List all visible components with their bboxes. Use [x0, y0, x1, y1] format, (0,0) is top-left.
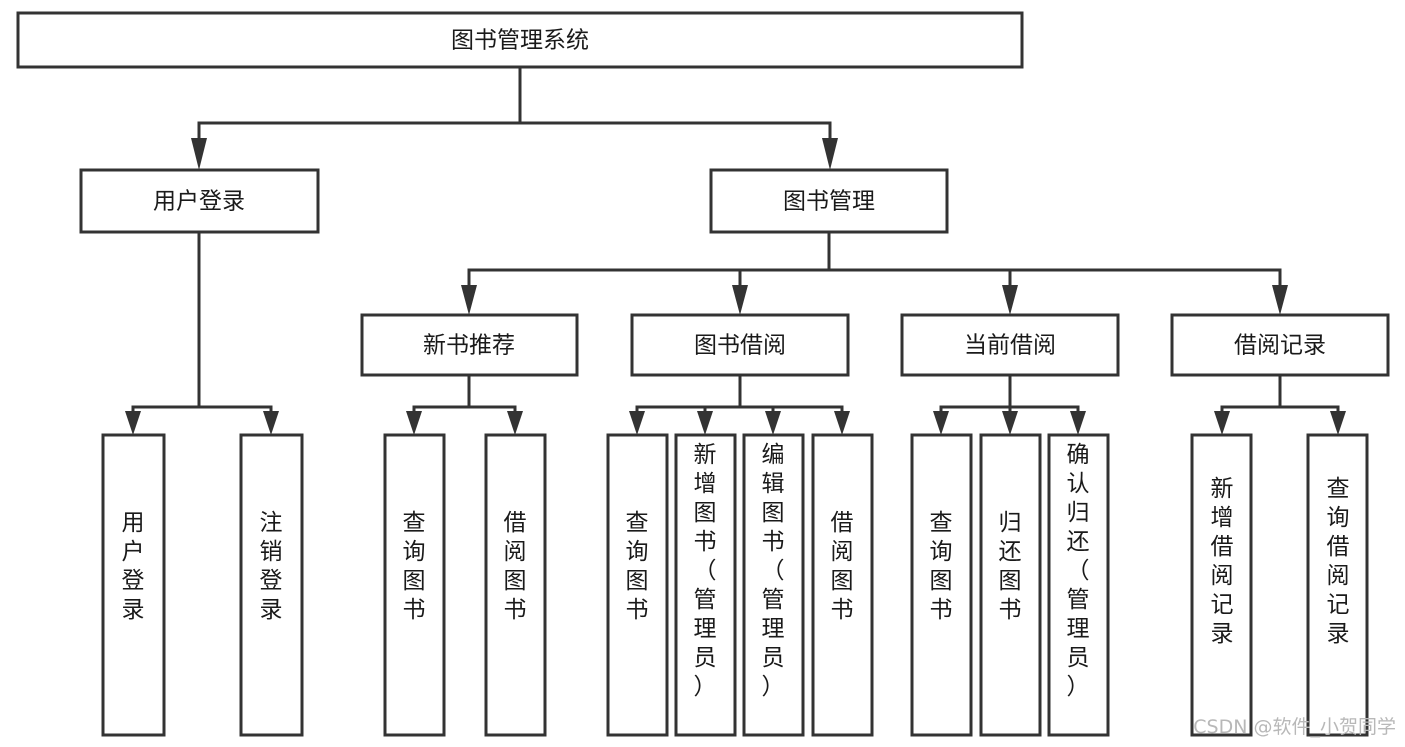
arrow-head-new-book-recommend: [461, 285, 477, 315]
leaf-confirm-return-admin-label: 确认归还（管理员）: [1067, 442, 1090, 700]
leaf-user-logout-label: 注销登录: [260, 510, 283, 623]
leaf-add-borrow-record[interactable]: 新增借阅记录: [1190, 433, 1253, 737]
leaf-user-login[interactable]: 用户登录: [101, 433, 166, 737]
leaf-query-book-rec-label: 查询图书: [403, 510, 426, 623]
arrow-head-leaf-query-borrow-record: [1330, 411, 1346, 435]
arrow-head-leaf-confirm-return-admin: [1070, 411, 1086, 435]
arrow-head-user-login: [191, 138, 207, 170]
leaf-user-logout[interactable]: 注销登录: [239, 433, 304, 737]
leaf-add-book-admin-box[interactable]: [674, 433, 737, 737]
connector-group-newbook-to-leaves: [406, 373, 523, 435]
leaf-query-book-cur-label: 查询图书: [930, 510, 953, 623]
leaf-query-borrow-record-box[interactable]: [1306, 433, 1369, 737]
connector-group-userlogin-to-leaves: [125, 230, 279, 435]
leaf-query-book-rec-box[interactable]: [383, 433, 446, 737]
leaf-query-book-cur-box[interactable]: [910, 433, 973, 737]
leaf-edit-book-admin-box[interactable]: [742, 433, 805, 737]
arrow-head-leaf-query-book-borrow: [629, 411, 645, 435]
node-new-book-recommend-label: 新书推荐: [423, 333, 515, 359]
leaf-add-borrow-record-box[interactable]: [1190, 433, 1253, 737]
node-root-label: 图书管理系统: [451, 28, 589, 54]
node-new-book-recommend[interactable]: 新书推荐: [360, 313, 579, 377]
leaf-add-borrow-record-label: 新增借阅记录: [1211, 476, 1234, 647]
leaf-edit-book-admin[interactable]: 编辑图书（管理员）: [742, 433, 805, 737]
connector-group-currentborrow-to-leaves: [933, 373, 1086, 435]
arrow-head-leaf-user-logout: [263, 411, 279, 435]
connector-group-borrowrecord-to-leaves: [1214, 373, 1346, 435]
node-root[interactable]: 图书管理系统: [16, 11, 1024, 69]
node-book-management[interactable]: 图书管理: [709, 168, 949, 234]
node-current-borrow-label: 当前借阅: [964, 333, 1056, 359]
arrow-head-leaf-add-borrow-record: [1214, 411, 1230, 435]
leaf-query-book-borrow-label: 查询图书: [626, 510, 649, 623]
leaf-borrow-book-label: 借阅图书: [831, 510, 854, 623]
leaf-borrow-book-box[interactable]: [811, 433, 874, 737]
arrow-head-book-borrow: [732, 285, 748, 315]
leaf-query-borrow-record[interactable]: 查询借阅记录: [1306, 433, 1369, 737]
node-new-book-recommend-box[interactable]: [360, 313, 579, 377]
leaf-borrow-book[interactable]: 借阅图书: [811, 433, 874, 737]
leaf-query-book-borrow-box[interactable]: [606, 433, 669, 737]
leaf-user-logout-box[interactable]: [239, 433, 304, 737]
arrow-head-leaf-user-login: [125, 411, 141, 435]
node-book-borrow-box[interactable]: [630, 313, 850, 377]
arrow-head-leaf-borrow-book-rec: [507, 411, 523, 435]
leaf-edit-book-admin-label: 编辑图书（管理员）: [762, 442, 785, 700]
csdn-watermark: CSDN @软件_小贺同学: [1193, 716, 1396, 738]
node-book-borrow-label: 图书借阅: [694, 333, 786, 359]
leaf-return-book[interactable]: 归还图书: [979, 433, 1042, 737]
arrow-head-current-borrow: [1002, 285, 1018, 315]
leaf-user-login-label: 用户登录: [122, 510, 145, 623]
leaf-add-book-admin-label: 新增图书（管理员）: [694, 442, 717, 700]
arrow-head-leaf-borrow-book: [834, 411, 850, 435]
leaf-query-book-borrow[interactable]: 查询图书: [606, 433, 669, 737]
arrow-head-book-management: [822, 138, 838, 170]
leaf-user-login-box[interactable]: [101, 433, 166, 737]
arrow-head-leaf-add-book-admin: [697, 411, 713, 435]
arrow-head-leaf-return-book: [1002, 411, 1018, 435]
leaf-confirm-return-admin-box[interactable]: [1047, 433, 1110, 737]
node-current-borrow[interactable]: 当前借阅: [900, 313, 1120, 377]
arrow-head-leaf-query-book-rec: [406, 411, 422, 435]
arrow-head-borrow-record: [1272, 285, 1288, 315]
node-user-login[interactable]: 用户登录: [79, 168, 320, 234]
node-current-borrow-box[interactable]: [900, 313, 1120, 377]
arrow-head-leaf-query-book-cur: [933, 411, 949, 435]
node-borrow-record-label: 借阅记录: [1234, 333, 1326, 359]
node-book-management-label: 图书管理: [783, 189, 875, 215]
leaf-query-borrow-record-label: 查询借阅记录: [1327, 476, 1350, 647]
node-borrow-record[interactable]: 借阅记录: [1170, 313, 1390, 377]
node-book-borrow[interactable]: 图书借阅: [630, 313, 850, 377]
leaf-borrow-book-rec-box[interactable]: [484, 433, 547, 737]
node-book-management-box[interactable]: [709, 168, 949, 234]
leaf-confirm-return-admin[interactable]: 确认归还（管理员）: [1047, 433, 1110, 737]
leaf-add-book-admin[interactable]: 新增图书（管理员）: [674, 433, 737, 737]
leaf-borrow-book-rec[interactable]: 借阅图书: [484, 433, 547, 737]
node-root-box[interactable]: [16, 11, 1024, 69]
connector-group-bookmgmt-to-level3: [461, 230, 1288, 315]
leaf-query-book-rec[interactable]: 查询图书: [383, 433, 446, 737]
node-borrow-record-box[interactable]: [1170, 313, 1390, 377]
arrow-head-leaf-edit-book-admin: [765, 411, 781, 435]
connector-group-root-to-level2: [191, 65, 838, 170]
leaf-borrow-book-rec-label: 借阅图书: [504, 510, 527, 623]
leaf-return-book-label: 归还图书: [999, 510, 1022, 623]
node-user-login-label: 用户登录: [153, 189, 245, 215]
leaf-return-book-box[interactable]: [979, 433, 1042, 737]
connector-group-bookborrow-to-leaves: [629, 373, 850, 435]
leaf-query-book-cur[interactable]: 查询图书: [910, 433, 973, 737]
